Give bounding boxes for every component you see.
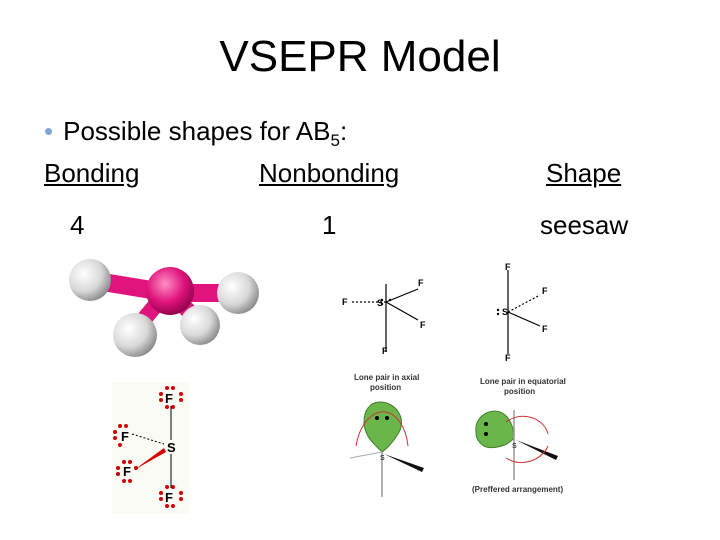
- equatorial-lone-pair-diagram: F F S F F Lone pair in equatorial positi…: [472, 262, 566, 494]
- value-shape: seesaw: [540, 210, 629, 240]
- lewis-f-top: F: [165, 391, 173, 406]
- equatorial-s-small: S: [512, 443, 517, 450]
- lewis-f-left: F: [121, 429, 129, 444]
- equatorial-s-label: S: [502, 307, 508, 317]
- axial-f-bottom-right: F: [420, 320, 426, 330]
- ligand-ball-front: [113, 313, 157, 357]
- equatorial-f-lower-right: F: [542, 324, 548, 334]
- axial-caption-line2: position: [370, 383, 401, 392]
- equatorial-f-upper-right: F: [542, 286, 548, 296]
- bullet-possible-shapes: • Possible shapes for AB5:: [44, 116, 347, 151]
- ligand-ball-right: [217, 272, 259, 314]
- value-nonbonding: 1: [322, 210, 337, 240]
- axial-f-bottom: F: [382, 346, 388, 356]
- equatorial-caption-line2: position: [504, 387, 535, 396]
- equatorial-caption-line1: Lone pair in equatorial: [480, 377, 566, 386]
- axial-f-left: F: [342, 297, 348, 307]
- ligand-ball-top-left: [69, 259, 111, 301]
- bullet-text: Possible shapes for AB: [63, 116, 331, 146]
- axial-caption-line1: Lone pair in axial: [354, 373, 419, 382]
- equatorial-note: (Preffered arrangement): [472, 485, 563, 494]
- lewis-s-center: S: [167, 440, 176, 455]
- header-bonding: Bonding: [44, 158, 140, 188]
- equatorial-f-bottom: F: [505, 353, 511, 363]
- axial-lone-pair-diagram: S F F F F Lone pair in axial position S: [342, 278, 426, 497]
- bullet-colon: :: [339, 116, 348, 146]
- header-shape: Shape: [546, 158, 622, 188]
- axial-lone-pair-lobe: [363, 401, 403, 453]
- ligand-ball-back: [180, 305, 220, 345]
- bullet-dot-icon: •: [44, 116, 54, 146]
- axial-s-label: S: [377, 298, 383, 308]
- bullet-subscript: 5: [330, 131, 340, 151]
- axial-f-top-right: F: [418, 278, 424, 288]
- header-nonbonding: Nonbonding: [259, 158, 400, 188]
- slide-title: VSEPR Model: [219, 32, 501, 81]
- lewis-f-bottom: F: [165, 490, 173, 505]
- ball-and-stick-model: [69, 259, 259, 357]
- central-atom-ball: [146, 267, 194, 315]
- equatorial-f-top: F: [505, 262, 511, 272]
- equatorial-lone-pair-lobe: [475, 410, 515, 449]
- lewis-f-lower-left: F: [123, 464, 131, 479]
- value-bonding: 4: [70, 210, 85, 240]
- lewis-structure: F F S F F: [112, 382, 190, 514]
- axial-s-small: S: [380, 455, 385, 462]
